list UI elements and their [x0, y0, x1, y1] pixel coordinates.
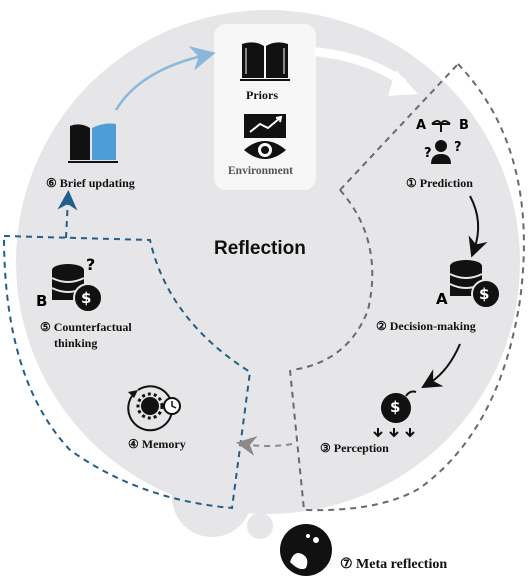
book-blue-icon [68, 123, 118, 163]
priors-label: Priors [246, 88, 278, 102]
meta-reflection-label: ⑦ Meta reflection [340, 557, 448, 572]
decision-a-letter: A [436, 290, 448, 308]
memory-label: ④ Memory [128, 437, 186, 451]
decision-label: ② Decision-making [376, 319, 476, 333]
center-title: Reflection [214, 238, 306, 259]
thinking-hand-icon [280, 524, 332, 576]
prediction-label: ① Prediction [406, 176, 473, 190]
environment-label: Environment [228, 165, 293, 177]
perception-label: ③ Perception [320, 441, 389, 455]
counterfactual-question: ? [86, 255, 96, 274]
counterfactual-label-line2: thinking [54, 336, 98, 350]
perception-dollar-sign: $ [390, 398, 401, 416]
coins-dollar-icon [449, 260, 501, 309]
brief-updating-label: ⑥ Brief updating [46, 176, 135, 190]
meta-region-gray-dashed [289, 63, 525, 512]
thought-bubble-small [247, 513, 273, 539]
counterfactual-label-line1: ⑤ Counterfactual [40, 320, 132, 334]
priors-arrowhead [388, 70, 418, 96]
book-icon [240, 42, 290, 81]
prediction-question-left: ? [424, 146, 432, 161]
gear-history-icon [127, 385, 181, 432]
priors-environment-panel [214, 24, 316, 190]
decision-to-perception-arrow [421, 343, 461, 389]
inner-arc-gray [291, 189, 374, 371]
prediction-icon [431, 120, 451, 164]
prediction-question-right: ? [454, 140, 462, 155]
prediction-to-decision-arrow [468, 195, 488, 258]
chart-eye-icon [244, 114, 286, 159]
decision-dollar-sign: $ [479, 285, 490, 303]
thought-bubble-large [172, 457, 252, 537]
counterfactual-to-brief-arrow [57, 190, 78, 239]
prediction-a-letter: A [416, 118, 427, 133]
prediction-b-letter: B [459, 118, 469, 133]
brief-to-priors-arrow [114, 46, 216, 111]
counterfactual-dollar-sign: $ [81, 289, 92, 307]
counterfactual-b-letter: B [36, 292, 48, 310]
perception-to-memory-arrow [236, 436, 293, 456]
coins-question-icon [51, 264, 103, 313]
counterfactual-region-blue-dashed [3, 235, 252, 510]
money-bomb-icon [373, 390, 417, 438]
